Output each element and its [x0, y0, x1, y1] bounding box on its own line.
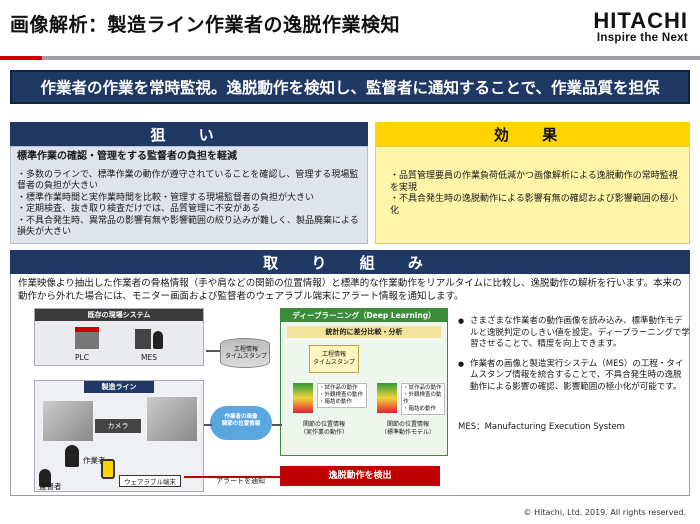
feature-bullet: さまざまな作業者の動作画像を読み込み、標準動作モデルと逸脱判定のしきい値を設定。… — [458, 316, 690, 351]
effect-item: ・品質管理要員の作業負荷低減かつ画像解析による逸脱動作の常時監視を実現 — [390, 171, 679, 194]
stat-compare-label: 統計的に差分比較・分析 — [287, 326, 441, 338]
wearable-icon — [101, 459, 115, 479]
page-title: 画像解析：製造ライン作業者の逸脱作業検知 — [10, 10, 400, 37]
camera-label: カメラ — [95, 419, 141, 433]
line-label: 製造ライン — [84, 381, 154, 393]
arrow — [272, 424, 282, 426]
motion-list: ・試作品の動作 ・外観検査の動作 ・箱詰め動作 — [317, 383, 367, 408]
cloud-label: 作業者の画像 関節の位置情報 — [212, 414, 270, 428]
aim-item: ・定期検査、抜き取り検査だけでは、品質管理に不安がある — [17, 204, 361, 216]
aim-lead: 標準作業の確認・管理をする監督者の負担を軽減 — [17, 151, 361, 163]
effect-heading: 効 果 — [375, 122, 690, 146]
action-description: 作業映像より抽出した作業者の骨格情報（手や肩などの関節の位置情報）と標準的な作業… — [18, 278, 688, 303]
mes-label: MES — [141, 353, 157, 362]
aim-item: ・標準作業時間と実作業時間を比較・管理する現場監督者の負担が大きい — [17, 193, 361, 205]
logo-tagline: Inspire the Next — [593, 32, 688, 44]
aim-heading: 狙 い — [10, 122, 368, 146]
copyright: © Hitachi, Ltd. 2019. All rights reserve… — [524, 508, 686, 517]
arrow — [204, 424, 212, 426]
aim-list: ・多数のラインで、標準作業の動作が遵守されていることを確認し、管理する現場監督者… — [17, 170, 361, 239]
existing-system-label: 既存の現場システム — [35, 309, 203, 321]
logo-brand: HITACHI — [593, 10, 688, 32]
worker-icon — [65, 445, 79, 467]
effect-list: ・品質管理要員の作業負荷低減かつ画像解析による逸脱動作の常時監視を実現 ・不具合… — [390, 171, 679, 217]
alert-arrow — [184, 476, 280, 478]
server-icon — [135, 329, 151, 349]
mes-note: MES：Manufacturing Execution System — [458, 420, 625, 432]
joint-pos-std-label: 関節の位置情報 （標準動作モデル） — [371, 421, 445, 437]
header-rule — [0, 56, 700, 60]
plc-icon — [75, 327, 99, 349]
aim-panel: 標準作業の確認・管理をする監督者の負担を軽減 ・多数のラインで、標準作業の動作が… — [10, 146, 368, 244]
system-diagram: 既存の現場システム PLC MES 工程情報 タイムスタンプ ディープラーニング… — [34, 308, 448, 494]
joint-pos-label: 関節の位置情報 （実作業の動作） — [289, 421, 359, 437]
db-label: 工程情報 タイムスタンプ — [222, 346, 270, 360]
production-line-panel: 製造ライン カメラ 作業者 監督者 ウェアラブル端末 — [34, 380, 204, 492]
deep-learning-panel: ディープラーニング（Deep Learning） 統計的に差分比較・分析 工程情… — [280, 308, 448, 456]
effect-item: ・不具合発生時の逸脱動作による影響有無の確認および影響範囲の極小化 — [390, 194, 679, 217]
process-info-card: 工程情報 タイムスタンプ — [309, 345, 359, 373]
machine-icon — [147, 397, 197, 441]
summary-banner: 作業者の作業を常時監視。逸脱動作を検知し、監督者に通知することで、作業品質を担保 — [10, 70, 690, 104]
feature-bullets: さまざまな作業者の動作画像を読み込み、標準動作モデルと逸脱判定のしきい値を設定。… — [458, 316, 690, 401]
effect-panel: ・品質管理要員の作業負荷低減かつ画像解析による逸脱動作の常時監視を実現 ・不具合… — [375, 146, 690, 244]
plc-label: PLC — [75, 353, 89, 362]
motion-item: ・箱詰め動作 — [319, 399, 365, 406]
action-heading: 取 り 組 み — [10, 250, 690, 274]
aim-item: ・多数のラインで、標準作業の動作が遵守されていることを確認し、管理する現場監督者… — [17, 170, 361, 193]
deep-learning-label: ディープラーニング（Deep Learning） — [281, 309, 447, 322]
supervisor-label: 監督者 — [39, 481, 62, 492]
motion-item: ・外観検査の動作 — [403, 392, 443, 406]
motion-item: ・外観検査の動作 — [319, 392, 365, 399]
wearable-label: ウェアラブル端末 — [119, 475, 181, 487]
motion-item: ・試作品の動作 — [319, 385, 365, 392]
motion-item: ・試作品の動作 — [403, 385, 443, 392]
arrow — [206, 350, 220, 352]
aim-item: ・不具合発生時、異常品の影響有無や影響範囲の絞り込みが難しく、製品廃棄による損失… — [17, 216, 361, 239]
pose-image — [293, 383, 313, 413]
machine-icon — [43, 401, 93, 441]
detect-label: 逸脱動作を検出 — [280, 466, 440, 486]
hitachi-logo: HITACHI Inspire the Next — [593, 10, 688, 44]
existing-system-panel: 既存の現場システム PLC MES — [34, 308, 204, 366]
pose-image — [377, 383, 397, 413]
motion-item: ・箱詰め動作 — [403, 406, 443, 413]
motion-list: ・試作品の動作 ・外観検査の動作 ・箱詰め動作 — [401, 383, 445, 415]
person-icon — [153, 331, 163, 349]
feature-bullet: 作業者の画像と製造実行システム（MES）の工程・タイムスタンプ情報を統合すること… — [458, 359, 690, 394]
